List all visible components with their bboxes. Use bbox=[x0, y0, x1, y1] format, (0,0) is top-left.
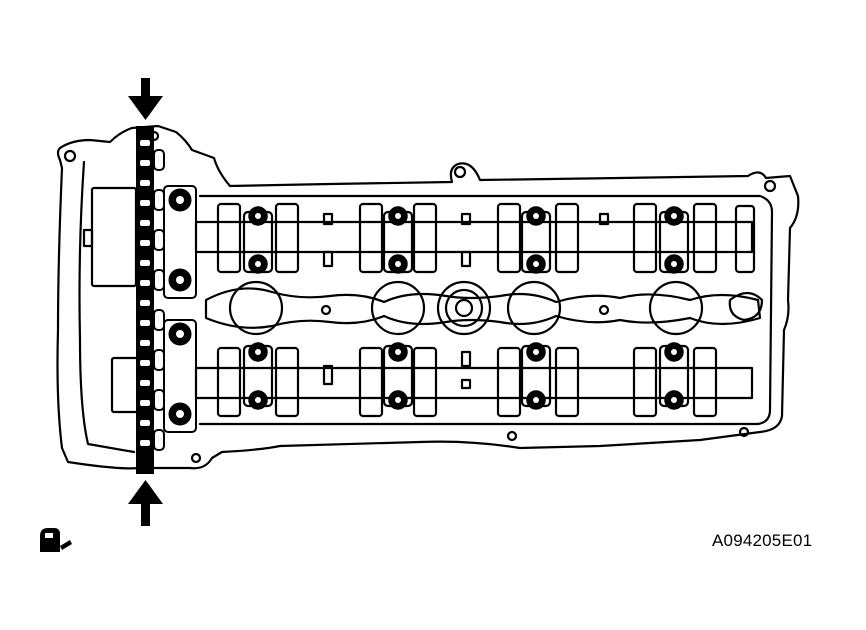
small-hole bbox=[598, 304, 610, 316]
plug-hole bbox=[370, 280, 426, 336]
mount-hole bbox=[190, 452, 202, 464]
cap-bolt-highlights bbox=[255, 213, 677, 403]
cam-tab bbox=[322, 212, 334, 226]
cam-tab bbox=[460, 212, 472, 226]
plug-hole-inner bbox=[444, 288, 484, 328]
front-cap-bolt-highlights bbox=[176, 196, 184, 418]
plug-hole bbox=[228, 280, 284, 336]
housing-bolt bbox=[63, 149, 77, 163]
cam-tab bbox=[460, 250, 472, 268]
cam-tab bbox=[322, 250, 334, 268]
cam-tab bbox=[322, 364, 334, 386]
mount-hole bbox=[453, 165, 467, 179]
direction-arrow-icon bbox=[128, 78, 163, 120]
center-web bbox=[204, 287, 762, 329]
front-cap-outline bbox=[163, 185, 197, 433]
front-cap-bolts bbox=[168, 188, 192, 426]
direction-arrow-icon bbox=[128, 480, 163, 526]
chain-links bbox=[140, 140, 150, 446]
intake-cam-lobes bbox=[216, 202, 756, 274]
vvt-housing bbox=[90, 186, 138, 288]
mount-hole bbox=[506, 430, 518, 442]
small-hole bbox=[320, 304, 332, 316]
cam-tab bbox=[598, 212, 610, 226]
seal-packing-icon bbox=[40, 528, 72, 552]
housing-tab bbox=[82, 228, 94, 248]
intake-camshaft bbox=[194, 220, 754, 254]
lower-housing bbox=[110, 356, 140, 414]
cam-tab bbox=[460, 350, 472, 368]
head-outline bbox=[56, 124, 800, 470]
head-inner-outline bbox=[78, 160, 774, 454]
right-boss bbox=[728, 291, 764, 322]
exhaust-cam-lobes bbox=[216, 346, 718, 418]
cap-bolts bbox=[248, 206, 684, 410]
mount-hole bbox=[763, 179, 777, 193]
figure-code: A094205E01 bbox=[712, 531, 813, 550]
cam-tab bbox=[460, 378, 472, 390]
plug-hole-core bbox=[454, 298, 474, 318]
mount-hole bbox=[738, 426, 750, 438]
chain-side-links bbox=[153, 149, 165, 451]
plug-hole bbox=[436, 280, 492, 336]
plug-hole bbox=[648, 280, 704, 336]
plug-hole bbox=[506, 280, 562, 336]
